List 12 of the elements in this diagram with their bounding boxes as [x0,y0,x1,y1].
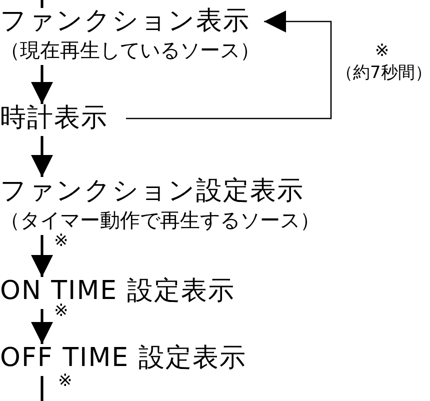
arrow [126,10,332,120]
connector-line [40,0,44,8]
source-note: （現在再生しているソース） [0,37,260,63]
connector-line [40,376,44,401]
display-label: 時計表示 [0,103,108,134]
source-note: （タイマー動作で再生するソース） [0,207,320,233]
display-label: ファンクション表示 [0,6,251,37]
arrow [31,136,53,177]
display-label: ファンクション設定表示 [0,176,305,207]
arrow [31,309,53,344]
arrow [31,65,53,104]
arrow [31,235,53,277]
